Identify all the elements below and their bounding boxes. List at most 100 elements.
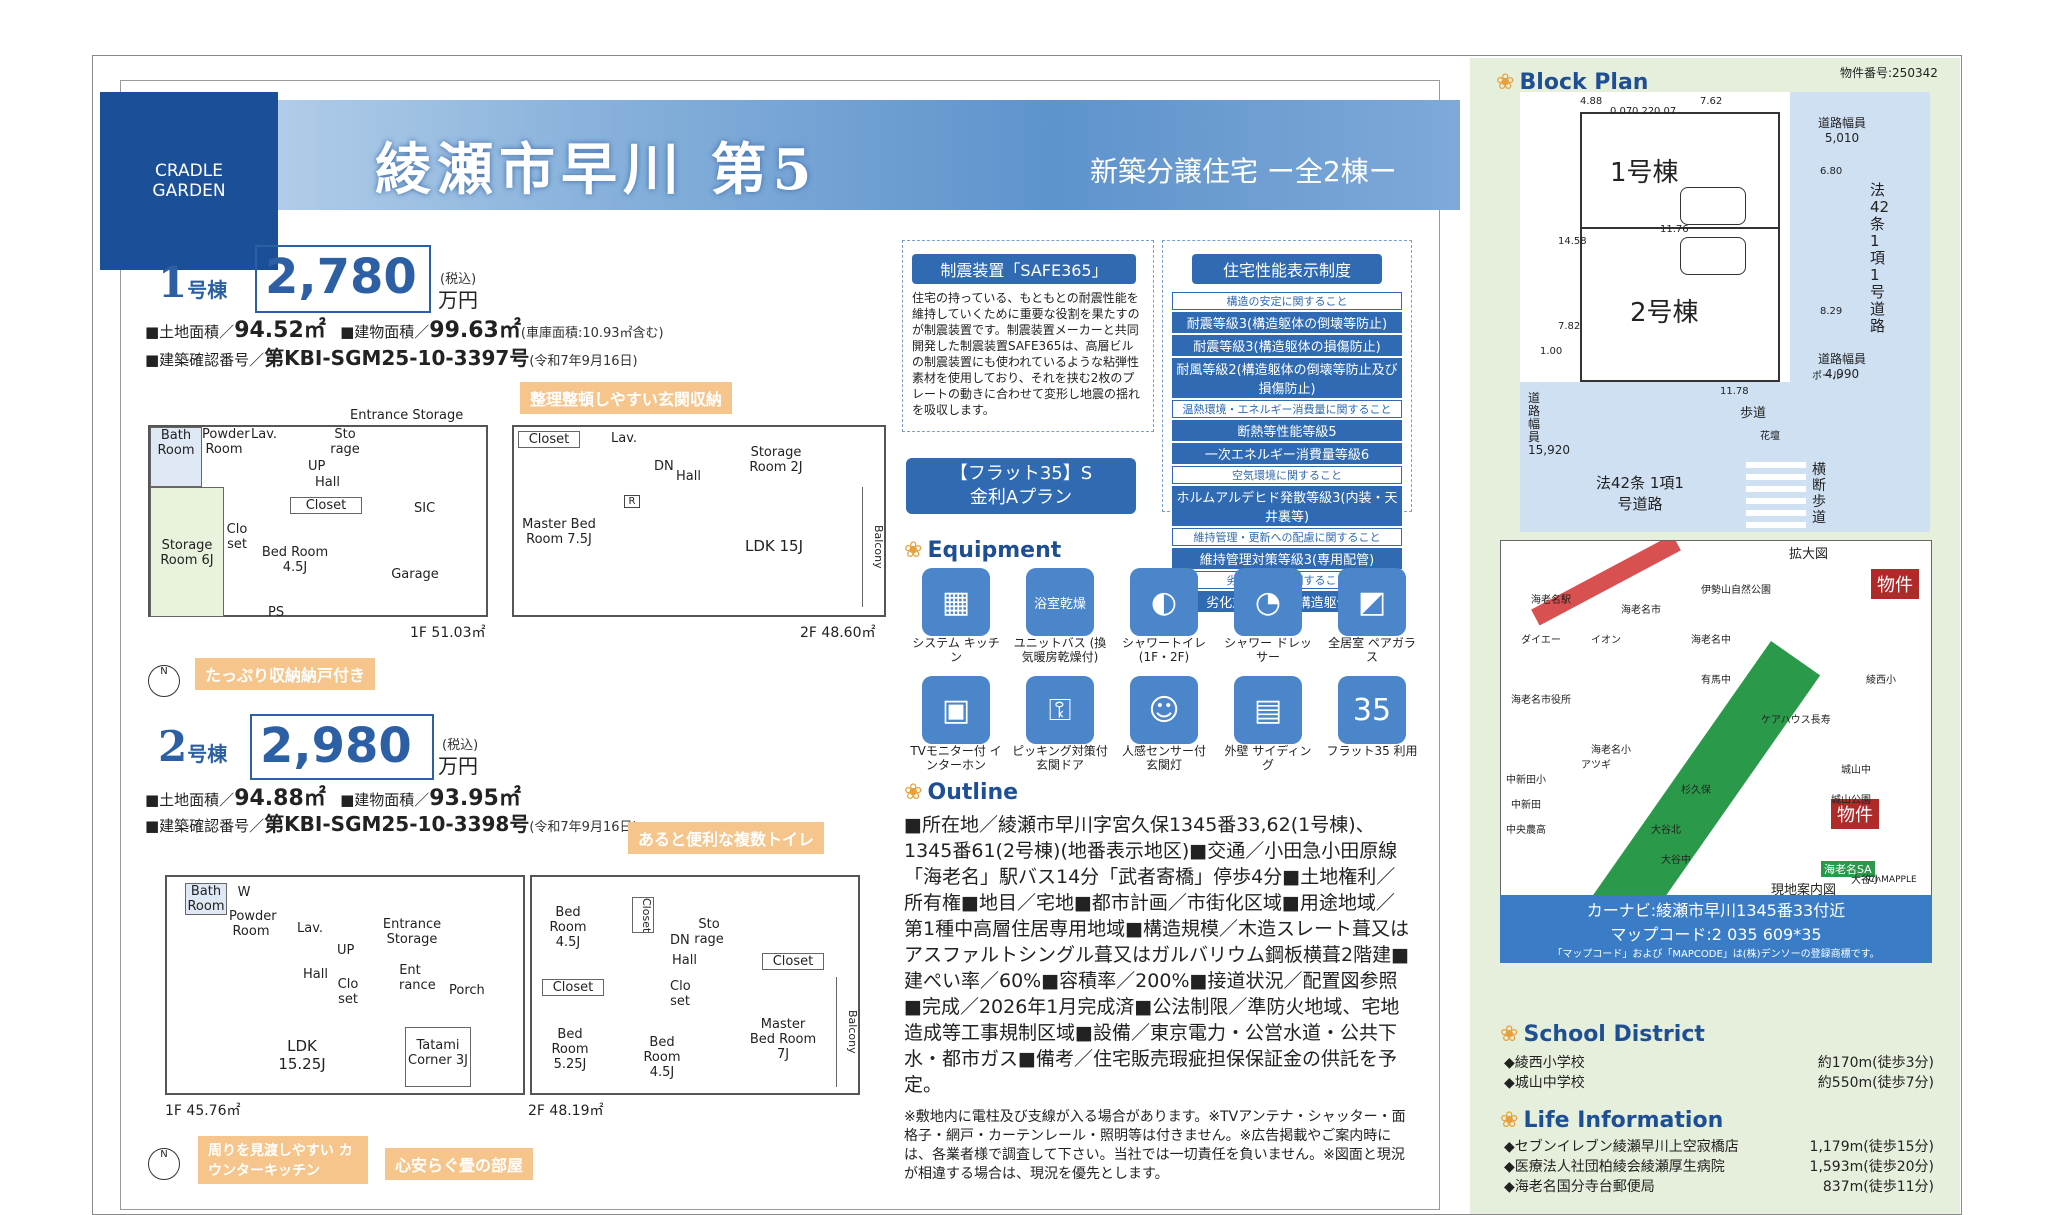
map-place-label: イオン [1591, 635, 1621, 646]
compass-n: N [160, 666, 168, 677]
b2-f2-bed2: Bed Room 5.25J [551, 1027, 589, 1072]
sidewalk-label: 歩道 [1740, 406, 1767, 421]
performance-list: 構造の安定に関すること耐震等級3(構造躯体の倒壊等防止)耐震等級3(構造躯体の損… [1172, 290, 1402, 614]
crosswalk-stripes [1746, 462, 1806, 528]
b1-up: UP [308, 459, 326, 474]
map-place-label: 海老名駅 [1531, 595, 1571, 606]
equipment-label: ピッキング対策付 玄関ドア [1012, 744, 1108, 772]
map-place-label: 大谷中 [1661, 855, 1691, 866]
outline-heading: ❀ Outline [904, 780, 1018, 805]
lotus-icon: ❀ [904, 538, 923, 563]
tv-monitor-icon: ▣ [922, 676, 990, 744]
block-b2: 2号棟 [1630, 298, 1699, 328]
b2-f2-balcony: Balcony [836, 977, 859, 1087]
performance-category: 温熱環境・エネルギー消費量に関すること [1172, 400, 1402, 418]
building2-callout-top: あると便利な複数トイレ [628, 822, 825, 854]
building1-label: 1号棟 [158, 258, 227, 307]
building2-floor2-area: 2F 48.19㎡ [528, 1103, 604, 1119]
dimension-label: 7.62 [1700, 96, 1723, 107]
building1-unit: 万円 [438, 288, 478, 312]
equipment-label: 人感センサー付 玄関灯 [1121, 744, 1206, 772]
building1-confirm: ■建築確認番号／第KBI-SGM25-10-3397号(令和7年9月16日) [145, 342, 638, 371]
current-map-label: 現地案内図 [1771, 883, 1837, 897]
b1-bath-label: Bath Room [157, 428, 195, 458]
b2-closet: Clo set [337, 977, 359, 1007]
building1-bldg-value: 99.63㎡ [429, 318, 521, 343]
map-place-label: 有馬中 [1701, 675, 1731, 686]
building2-price: 2,980 [250, 714, 434, 780]
b2-entrance: Ent rance [399, 963, 436, 993]
life-item-distance: 837m(徒歩11分) [1822, 1179, 1934, 1195]
dimension-label: 8.29 [1820, 306, 1843, 317]
map-place-label: 中新田小 [1506, 775, 1546, 786]
flat35-badge: 【フラット35】S 金利Aプラン [906, 458, 1136, 514]
building1-land-value: 94.52㎡ [234, 318, 326, 343]
page-title: 綾瀬市早川 第5 [375, 137, 818, 203]
building2-floor1-area: 1F 45.76㎡ [165, 1103, 241, 1119]
building2-number: 2 [158, 722, 188, 771]
building1-confirm-label: ■建築確認番号／ [145, 351, 265, 369]
safe365-text: 住宅の持っている、もともとの耐震性能を維持していくために重要な役割を果たすのが制… [912, 291, 1141, 417]
equipment-label: システム キッチン [912, 636, 1000, 664]
building2-confirm-date: (令和7年9月16日) [529, 820, 638, 835]
b2-entrance-storage: Entrance Storage [382, 917, 442, 947]
performance-item: 断熱等性能等級5 [1172, 420, 1402, 441]
road-bottom-label: 道路幅員 4,990 [1817, 352, 1866, 381]
b2-ldk: LDK 15.25J [278, 1037, 326, 1073]
equipment-item: ⚿ピッキング対策付 玄関ドア [1008, 676, 1112, 784]
school-item: ◆綾西小学校約170m(徒歩3分) [1504, 1052, 1934, 1072]
key-icon: ⚿ [1026, 676, 1094, 744]
logo-line1: CRADLE [155, 161, 223, 181]
road-bottom [1520, 382, 1930, 532]
block-plan-title: Block Plan [1519, 70, 1649, 95]
life-item-distance: 1,179m(徒歩15分) [1809, 1139, 1934, 1155]
map-place-label: 大谷小 [1851, 875, 1881, 886]
building1-suffix: 号棟 [187, 278, 228, 302]
equipment-label: 外壁 サイディング [1224, 744, 1312, 772]
lot-divider [1580, 227, 1780, 229]
b2-hall: Hall [303, 967, 328, 982]
building1-callout-top: 整理整頓しやすい玄関収納 [520, 382, 732, 414]
building1-bldg-note: (車庫面積:10.93㎡含む) [520, 326, 664, 341]
compass-icon-2: N [148, 1148, 180, 1180]
b2-up: UP [337, 943, 355, 958]
dimension-label: 11.76 [1660, 224, 1689, 235]
pole-label: ポール [1812, 371, 1842, 382]
life-item-name: ◆セブンイレブン綾瀬早川上空寂橋店 [1504, 1139, 1739, 1155]
title-banner [100, 100, 1460, 210]
dimension-label: 7.82 [1558, 321, 1581, 332]
b2-f2-dn: DN [670, 933, 690, 948]
building2-specs: ■土地面積／94.88㎡ ■建物面積／93.95㎡ [145, 780, 521, 812]
b1-f2-hall: Hall [676, 469, 701, 484]
equipment-item: ▣TVモニター付 インターホン [904, 676, 1008, 784]
building1-specs: ■土地面積／94.52㎡ ■建物面積／99.63㎡(車庫面積:10.93㎡含む) [145, 312, 664, 344]
equipment-item: ◔シャワー ドレッサー [1216, 568, 1320, 676]
navigation-box: カーナビ:綾瀬市早川1345番33付近 マップコード:2 035 609*35 … [1500, 895, 1932, 963]
map-place-label: 中新田 [1511, 800, 1541, 811]
map-place-label: 城山公園 [1831, 795, 1871, 806]
performance-item: 耐震等級3(構造躯体の倒壊等防止) [1172, 312, 1402, 333]
performance-item: 耐震等級3(構造躯体の損傷防止) [1172, 335, 1402, 356]
building1-confirm-value: 第KBI-SGM25-10-3397号 [264, 346, 530, 370]
property-marker: 物件 [1871, 569, 1919, 599]
building1-floor2-plan: Closet Lav. Storage Room 2J DN Hall Mast… [512, 425, 886, 617]
equipment-label: TVモニター付 インターホン [910, 744, 1002, 772]
building2-land-label: ■土地面積／ [145, 791, 235, 809]
performance-category: 維持管理・更新への配慮に関すること [1172, 528, 1402, 546]
flat35-line1: 【フラット35】S [949, 463, 1093, 484]
building1-floor2-area: 2F 48.60㎡ [800, 625, 876, 641]
property-marker-2: 物件 [1831, 799, 1879, 829]
b1-f2-master: Master Bed Room 7.5J [522, 517, 596, 547]
life-item-name: ◆海老名国分寺台郵便局 [1504, 1179, 1655, 1195]
b1-garage: Garage [391, 567, 439, 582]
building2-floor1-plan: Bath Room W Powder Room Lav. Entrance St… [165, 875, 525, 1095]
building1-number: 1 [158, 258, 188, 307]
page-subtitle: 新築分譲住宅 ー全2棟ー [1090, 155, 1397, 188]
bath-dryer-icon: 浴室乾燥 [1026, 568, 1094, 636]
building1-land-label: ■土地面積／ [145, 323, 235, 341]
road-left-label: 道路幅員 15,920 [1528, 391, 1570, 457]
dimension-label: 11.78 [1720, 386, 1749, 397]
mapcode-note: 「マップコード」および「MAPCODE」は(株)デンソーの登録商標です。 [1552, 949, 1880, 960]
b1-f2-lav: Lav. [610, 431, 638, 446]
